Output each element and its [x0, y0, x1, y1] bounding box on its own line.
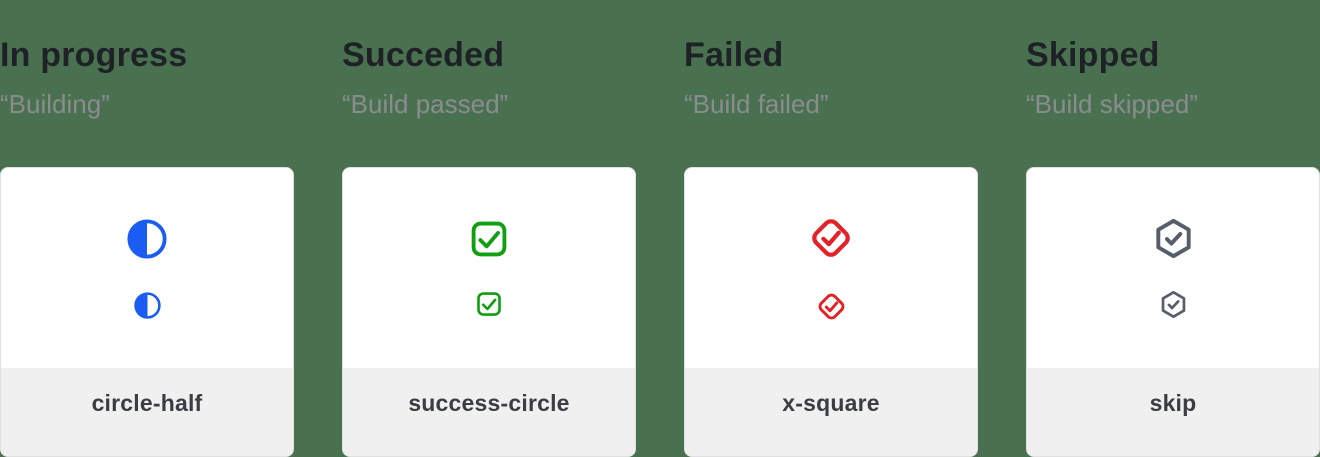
card-footer: success-circle	[343, 368, 635, 456]
status-quote: “Build failed”	[684, 89, 829, 119]
status-column-skipped: Skipped “Build skipped” skip	[1026, 0, 1320, 457]
check-square-icon	[467, 217, 511, 261]
status-column-in-progress: In progress “Building” circle-	[0, 0, 294, 457]
icon-name-label: x-square	[782, 390, 880, 416]
icon-card: x-square	[684, 167, 978, 457]
card-footer: circle-half	[1, 368, 293, 456]
icon-stack	[685, 168, 977, 368]
icon-card: success-circle	[342, 167, 636, 457]
card-footer: skip	[1027, 368, 1319, 456]
status-heading: Skipped	[1026, 36, 1160, 74]
status-quote: “Build skipped”	[1026, 89, 1198, 119]
status-column-failed: Failed “Build failed”	[684, 0, 978, 457]
icon-stack	[1, 168, 293, 368]
status-quote: “Building”	[0, 89, 110, 119]
hexagon-check-icon	[1158, 289, 1189, 320]
icon-stack	[343, 168, 635, 368]
diamond-check-icon	[807, 214, 855, 262]
icon-card: skip	[1026, 167, 1320, 457]
card-footer: x-square	[685, 368, 977, 456]
hexagon-check-icon	[1151, 216, 1196, 261]
icon-name-label: success-circle	[408, 390, 570, 416]
circle-half-icon	[132, 290, 163, 321]
icon-name-label: skip	[1149, 390, 1197, 416]
status-heading: Succeded	[342, 36, 505, 74]
icon-stack	[1027, 168, 1319, 368]
status-column-succeded: Succeded “Build passed” succes	[342, 0, 636, 457]
status-heading: Failed	[684, 36, 784, 74]
diamond-check-icon	[815, 290, 848, 323]
status-quote: “Build passed”	[342, 89, 509, 119]
icon-name-label: circle-half	[91, 390, 203, 416]
check-square-icon	[474, 289, 504, 319]
status-heading: In progress	[0, 36, 188, 74]
icon-card: circle-half	[0, 167, 294, 457]
circle-half-icon	[124, 216, 170, 262]
